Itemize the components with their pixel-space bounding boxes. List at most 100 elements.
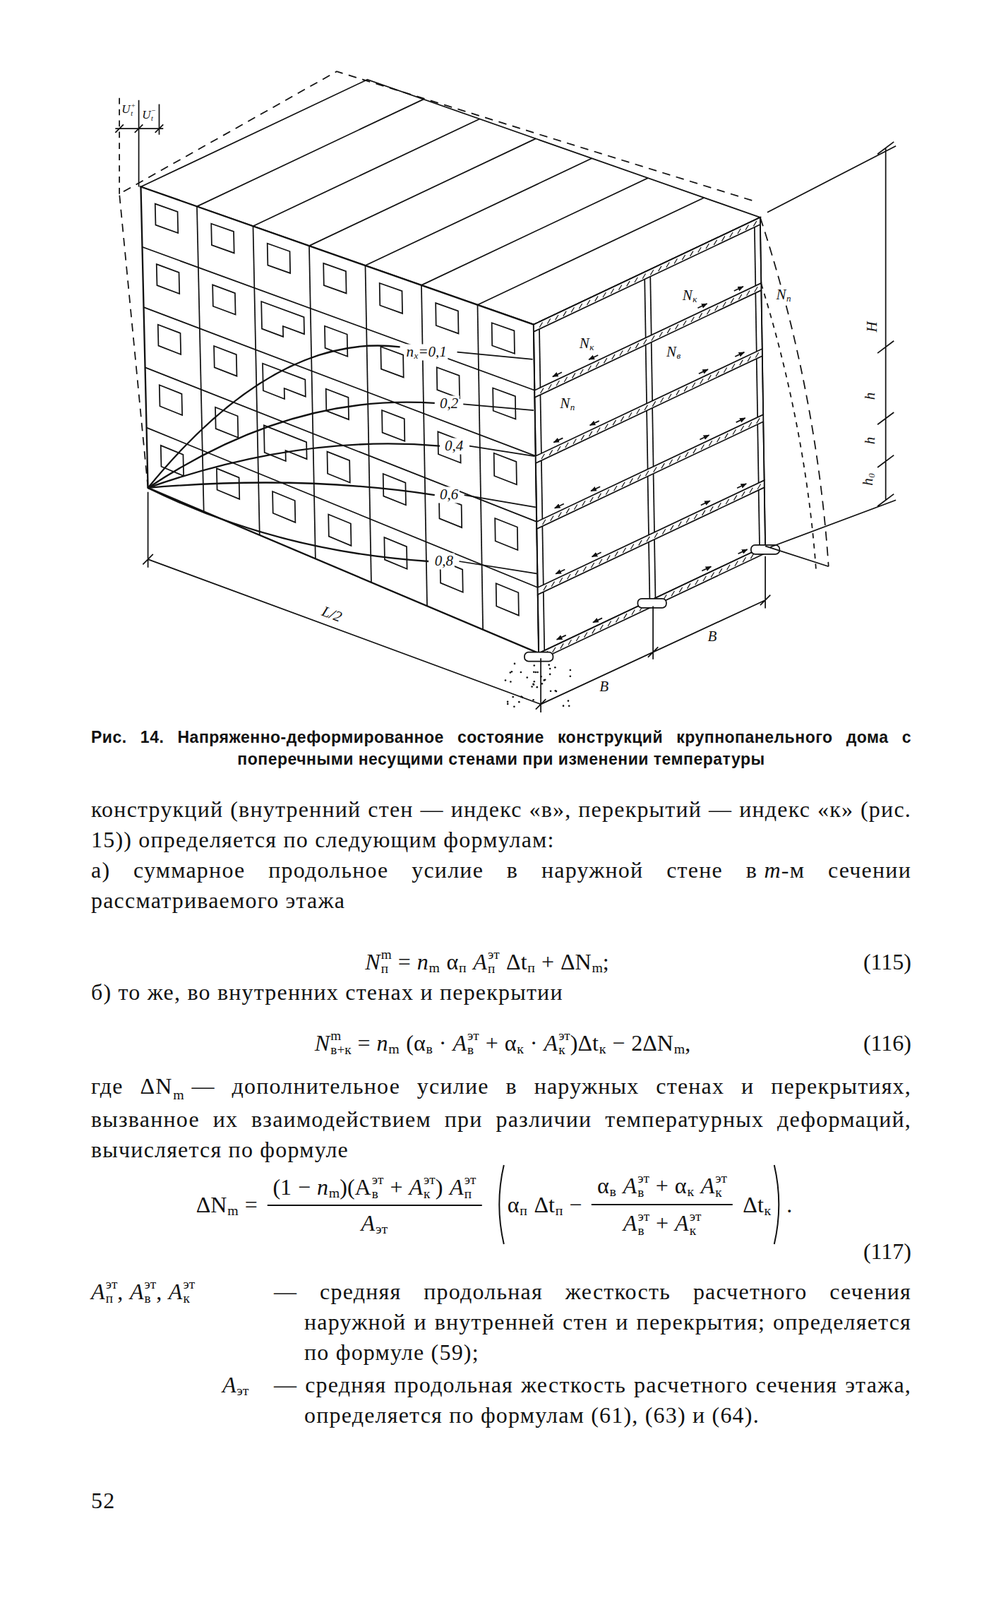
panel-joint	[144, 307, 536, 457]
ground-dot	[549, 667, 552, 670]
force-arrow	[588, 355, 598, 360]
formula-symbol: эт	[558, 1028, 571, 1043]
panel-joint	[146, 427, 538, 588]
slab-hatching	[605, 489, 609, 495]
ground-dot	[525, 676, 529, 679]
ground-dot	[534, 671, 537, 674]
displacement-extension	[139, 100, 160, 188]
force-arrow	[592, 617, 603, 622]
slab-hatching	[583, 566, 586, 572]
slab-hatching	[717, 502, 721, 508]
formula-symbol: к	[558, 1042, 571, 1057]
index-stack: этк	[689, 1209, 702, 1238]
formula-symbol: (1	[272, 1173, 292, 1201]
figure-label-group: h	[861, 391, 879, 402]
formula-symbol: N	[314, 1029, 330, 1057]
formula-symbol: эт	[467, 1028, 480, 1043]
slab-hatching	[753, 220, 757, 226]
ground-dot	[532, 683, 536, 686]
ground-dot	[547, 663, 550, 666]
slab-hatching	[626, 280, 630, 286]
force-arrow	[738, 549, 748, 554]
slab-hatching	[621, 482, 625, 488]
formula-symbol: A	[361, 1209, 376, 1237]
force-arrow	[555, 569, 565, 574]
formula-symbol: m	[591, 959, 603, 976]
wall-section	[762, 355, 764, 415]
formula-symbol: в+к	[330, 1042, 351, 1057]
definition-text: — средняя продольная жесткость расчетног…	[273, 1371, 912, 1428]
slab-hatching	[705, 243, 709, 249]
window	[261, 301, 305, 337]
slab-hatching	[652, 400, 656, 406]
figure-label: N	[559, 396, 570, 413]
formula-symbol: ·	[530, 1029, 538, 1057]
formula-symbol: +	[389, 1173, 403, 1201]
ground-dot	[569, 669, 572, 672]
window	[492, 387, 516, 419]
slab-hatching	[539, 322, 543, 328]
figure-label: к	[589, 342, 594, 353]
formula-symbol: =	[244, 1191, 258, 1218]
formula-symbol: ;	[602, 948, 610, 975]
formula-symbol: Δt	[742, 1191, 764, 1218]
wall-section	[653, 473, 655, 533]
slab-hatching	[612, 420, 616, 425]
formula-symbol: n	[376, 1029, 388, 1057]
body-text: m	[172, 1086, 185, 1102]
force-arrow	[697, 303, 707, 308]
formula-symbol: +	[655, 1172, 669, 1199]
text-block: б) то же, во внутренних стенах и перекры…	[91, 976, 912, 1008]
formula-symbol: α	[504, 1029, 517, 1057]
formula-symbol: A	[449, 1173, 464, 1201]
window	[435, 302, 459, 334]
slab-hatching	[547, 318, 550, 324]
slab-hatching	[742, 556, 746, 562]
formula-symbol: к	[423, 1186, 436, 1201]
figure-label-group: U−t	[140, 108, 158, 123]
window	[384, 537, 407, 569]
fraction: αвAэтв+αкAэткAэтв+Aэтк	[591, 1171, 733, 1238]
formula-symbol: (α	[405, 1029, 425, 1057]
slab-hatching	[700, 378, 704, 384]
slab-hatching	[713, 240, 717, 245]
formula-symbol: к	[686, 1183, 694, 1200]
panel-joint	[141, 247, 535, 391]
term-symbol: ,	[117, 1278, 123, 1305]
formula-symbol: α	[674, 1172, 687, 1199]
window	[326, 388, 349, 420]
figure-label: n	[406, 343, 415, 361]
term-symbol: A	[129, 1278, 145, 1305]
slab-hatching	[653, 466, 657, 472]
slab-hatching	[734, 560, 738, 566]
equation-number: (117)	[863, 1238, 912, 1265]
wall-section	[756, 358, 758, 418]
slab-hatching	[592, 628, 596, 634]
formula-symbol: в	[425, 1040, 433, 1057]
formula-symbol: +	[655, 1209, 669, 1237]
slab-hatching	[607, 554, 610, 560]
panel-joint	[196, 206, 205, 512]
slab-hatching	[590, 496, 593, 502]
wall-section	[764, 487, 766, 546]
window	[159, 384, 183, 416]
fraction-denominator: Aэт	[355, 1205, 394, 1237]
window	[213, 345, 237, 377]
slab-hatching	[612, 354, 615, 360]
slab-hatching	[670, 525, 674, 531]
figure-label-group: Nп	[775, 286, 793, 303]
formula-symbol: п	[381, 961, 392, 976]
formula-symbol: в	[609, 1183, 617, 1200]
wall-section	[534, 397, 536, 457]
slab-hatching	[693, 448, 697, 454]
slab-hatching	[571, 307, 574, 313]
floor-slab	[535, 348, 763, 464]
equation-number: (115)	[863, 948, 912, 975]
slab-hatching	[754, 286, 758, 292]
slab-hatching	[549, 449, 553, 455]
force-arrow	[554, 503, 565, 508]
equation-number: (116)	[863, 1029, 912, 1057]
formula-symbol: в	[372, 1186, 385, 1201]
formula-symbol: к	[516, 1040, 524, 1057]
slab-hatching	[708, 374, 711, 380]
